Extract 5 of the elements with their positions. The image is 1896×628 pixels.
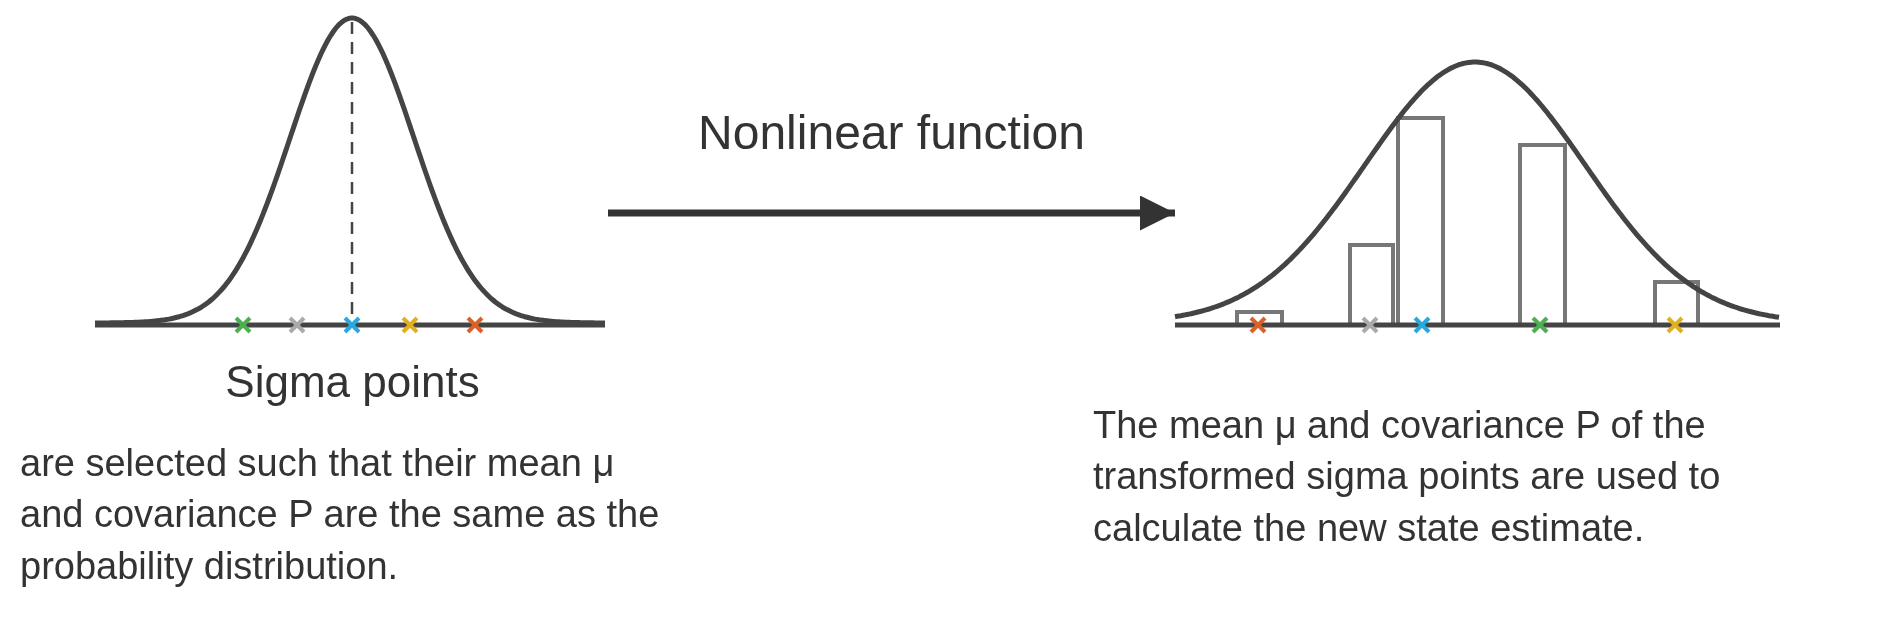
description: are selected such that their mean μ and covariance P are the same as the probability distribution. (20, 441, 661, 589)
node-label: Sigma points (224, 356, 481, 408)
bell-curve-drawing (94, 15, 606, 334)
bell-curve-drawing (1174, 59, 1780, 334)
description: The mean μ and covariance P of the transformed sigma points are used to calculate the new state estimate. (1093, 403, 1722, 551)
